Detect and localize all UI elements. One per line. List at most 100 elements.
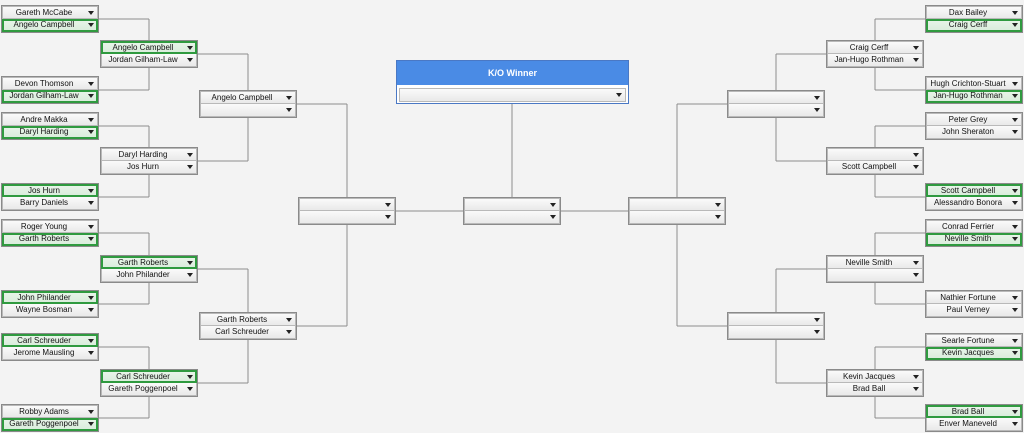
match-left-round3-1: Angelo Campbell: [199, 90, 297, 118]
chevron-down-icon: [187, 375, 193, 379]
player-select[interactable]: Kevin Jacques: [926, 347, 1022, 360]
player-select[interactable]: John Philander: [101, 269, 197, 282]
player-select[interactable]: Neville Smith: [926, 233, 1022, 246]
player-select[interactable]: Andre Makka: [2, 113, 98, 126]
player-select[interactable]: Robby Adams: [2, 405, 98, 418]
chevron-down-icon: [1012, 201, 1018, 205]
player-select[interactable]: Jan-Hugo Rothman: [827, 54, 923, 67]
player-select[interactable]: Carl Schreuder: [101, 370, 197, 383]
player-name: Enver Maneveld: [939, 419, 997, 428]
player-select[interactable]: [464, 211, 560, 224]
chevron-down-icon: [1012, 308, 1018, 312]
chevron-down-icon: [913, 58, 919, 62]
player-select[interactable]: Scott Campbell: [926, 184, 1022, 197]
player-name: Conrad Ferrier: [941, 222, 994, 231]
player-select[interactable]: Searle Fortune: [926, 334, 1022, 347]
player-select[interactable]: Nathier Fortune: [926, 291, 1022, 304]
player-select[interactable]: Jos Hurn: [101, 161, 197, 174]
player-name: John Philander: [17, 293, 71, 302]
chevron-down-icon: [88, 410, 94, 414]
player-select[interactable]: John Philander: [2, 291, 98, 304]
player-select[interactable]: Wayne Bosman: [2, 304, 98, 317]
player-select[interactable]: Brad Ball: [926, 405, 1022, 418]
chevron-down-icon: [385, 215, 391, 219]
player-select[interactable]: Garth Roberts: [101, 256, 197, 269]
player-select[interactable]: [827, 148, 923, 161]
ko-winner-panel: K/O Winner: [396, 60, 629, 104]
player-select[interactable]: [299, 211, 395, 224]
player-select[interactable]: Alessandro Bonora: [926, 197, 1022, 210]
player-select[interactable]: Angelo Campbell: [200, 91, 296, 104]
player-select[interactable]: Kevin Jacques: [827, 370, 923, 383]
player-select[interactable]: Garth Roberts: [2, 233, 98, 246]
chevron-down-icon: [913, 387, 919, 391]
player-select[interactable]: Roger Young: [2, 220, 98, 233]
player-select[interactable]: Neville Smith: [827, 256, 923, 269]
player-select[interactable]: Jerome Mausling: [2, 347, 98, 360]
player-select[interactable]: [827, 269, 923, 282]
match-final--1: [463, 197, 561, 225]
chevron-down-icon: [187, 261, 193, 265]
player-select[interactable]: Barry Daniels: [2, 197, 98, 210]
player-select[interactable]: Gareth Poggenpoel: [2, 418, 98, 431]
player-name: Hugh Crichton-Stuart: [930, 79, 1006, 88]
chevron-down-icon: [913, 273, 919, 277]
player-select[interactable]: Enver Maneveld: [926, 418, 1022, 431]
chevron-down-icon: [286, 96, 292, 100]
player-select[interactable]: Daryl Harding: [101, 148, 197, 161]
ko-winner-select[interactable]: [399, 88, 626, 102]
player-select[interactable]: Peter Grey: [926, 113, 1022, 126]
player-select[interactable]: Craig Cerff: [827, 41, 923, 54]
player-select[interactable]: Gareth McCabe: [2, 6, 98, 19]
chevron-down-icon: [1012, 339, 1018, 343]
player-select[interactable]: [728, 91, 824, 104]
player-select[interactable]: [728, 326, 824, 339]
player-name: Garth Roberts: [18, 234, 70, 243]
player-select[interactable]: Daryl Harding: [2, 126, 98, 139]
player-select[interactable]: Craig Cerff: [926, 19, 1022, 32]
player-select[interactable]: Jos Hurn: [2, 184, 98, 197]
player-select[interactable]: Gareth Poggenpoel: [101, 383, 197, 396]
player-select[interactable]: [629, 198, 725, 211]
match-right-round3-1: [727, 90, 825, 118]
player-select[interactable]: Jordan Gilham-Law: [101, 54, 197, 67]
player-name: Jordan Gilham-Law: [9, 91, 79, 100]
chevron-down-icon: [187, 273, 193, 277]
player-name: Garth Roberts: [216, 315, 268, 324]
player-select[interactable]: Garth Roberts: [200, 313, 296, 326]
player-select[interactable]: Devon Thomson: [2, 77, 98, 90]
chevron-down-icon: [1012, 410, 1018, 414]
chevron-down-icon: [88, 130, 94, 134]
player-select[interactable]: Dax Bailey: [926, 6, 1022, 19]
player-select[interactable]: John Sheraton: [926, 126, 1022, 139]
player-select[interactable]: Jordan Gilham-Law: [2, 90, 98, 103]
player-select[interactable]: [299, 198, 395, 211]
player-select[interactable]: [629, 211, 725, 224]
player-select[interactable]: Angelo Campbell: [101, 41, 197, 54]
player-name: Craig Cerff: [948, 20, 988, 29]
player-name: Angelo Campbell: [13, 20, 75, 29]
player-select[interactable]: Carl Schreuder: [200, 326, 296, 339]
player-name: Carl Schreuder: [17, 336, 71, 345]
player-name: Carl Schreuder: [116, 372, 170, 381]
chevron-down-icon: [814, 330, 820, 334]
player-select[interactable]: [464, 198, 560, 211]
player-name: Gareth Poggenpoel: [108, 384, 178, 393]
player-select[interactable]: Hugh Crichton-Stuart: [926, 77, 1022, 90]
player-select[interactable]: [200, 104, 296, 117]
player-select[interactable]: Conrad Ferrier: [926, 220, 1022, 233]
player-select[interactable]: Brad Ball: [827, 383, 923, 396]
player-select[interactable]: [728, 313, 824, 326]
chevron-down-icon: [88, 201, 94, 205]
player-select[interactable]: Jan-Hugo Rothman: [926, 90, 1022, 103]
player-select[interactable]: Carl Schreuder: [2, 334, 98, 347]
player-select[interactable]: Scott Campbell: [827, 161, 923, 174]
player-select[interactable]: Angelo Campbell: [2, 19, 98, 32]
player-select[interactable]: Paul Verney: [926, 304, 1022, 317]
player-select[interactable]: [728, 104, 824, 117]
